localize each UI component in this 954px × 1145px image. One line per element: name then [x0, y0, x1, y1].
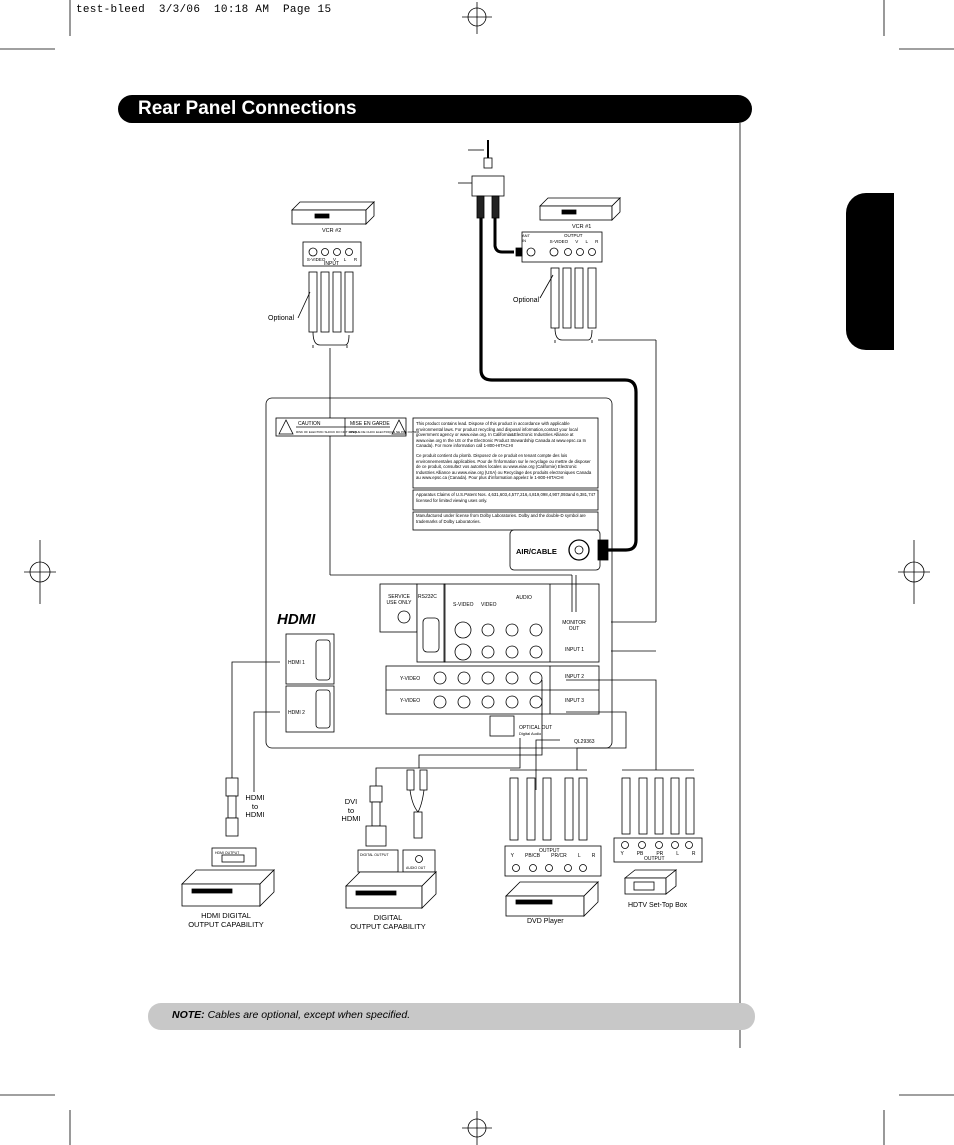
- yvideo-label-2: Y-VIDEO: [400, 676, 420, 682]
- section-tab: [846, 193, 894, 350]
- stb-jack-r: R: [691, 851, 696, 857]
- vcr1-jack-svideo: S-VIDEO: [549, 239, 569, 244]
- digital-audio-label: Digital Audio: [519, 731, 542, 736]
- vcr2-jack-l: L: [343, 257, 347, 262]
- optional-left-label: Optional: [268, 315, 295, 322]
- patents-notice: Apparatus Claims of U.S.Patent Nos. 4,63…: [416, 492, 596, 503]
- dvi-to-hdmi-label: DVI to HDMI: [341, 797, 361, 823]
- input1-label: INPUT 1: [565, 647, 584, 653]
- monitor-out-label: MONITOR OUT: [562, 620, 586, 632]
- service-use-only: SERVICE USE ONLY: [386, 594, 412, 606]
- vcr1-jack-v: V: [575, 239, 579, 244]
- audio-label: AUDIO: [516, 595, 532, 601]
- hdmi-logo: HDMI: [277, 611, 316, 628]
- vcr1-jack-r: R: [595, 239, 599, 244]
- dvd-output-label: OUTPUT: [539, 848, 560, 854]
- stb-jack-l: L: [676, 851, 679, 857]
- hdmi-device-label: HDMI DIGITAL OUTPUT CAPABILITY: [188, 911, 264, 929]
- mise-sub: RISQUE DE CHOC ELECTRIQUE NE PAS OUVRIR: [349, 430, 420, 434]
- lead-notice-fr: Ce produit contient du plomb. Disposez d…: [416, 453, 592, 480]
- vcr1-label: VCR #1: [572, 224, 591, 230]
- dvd-jack-pr: PR/CR: [551, 853, 567, 859]
- input3-label: INPUT 3: [565, 698, 584, 704]
- vcr1-jack-labels: S-VIDEO V L R: [546, 239, 602, 244]
- note-prefix: NOTE:: [172, 1009, 205, 1021]
- lead-notice: This product contains lead. Dispose of t…: [416, 421, 587, 448]
- model-number: QL29363: [574, 739, 595, 745]
- audio-out-jack-label: AUDIO OUT: [406, 866, 426, 870]
- stb-jack-pb: PB: [636, 851, 644, 857]
- stb-output-label: OUTPUT: [644, 856, 665, 862]
- rs232c-label: RS232C: [418, 594, 437, 600]
- vcr2-jack-r: R: [353, 257, 358, 262]
- vcr1-jack-l: L: [585, 239, 588, 244]
- hdmi1-label: HDMI 1: [288, 660, 305, 666]
- digital-device-label: DIGITAL OUTPUT CAPABILITY: [350, 913, 426, 931]
- print-slug: test-bleed 3/3/06 10:18 AM Page 15: [76, 4, 332, 16]
- mise-en-garde-label: MISE EN GARDE: [350, 421, 390, 427]
- dolby-notice: Manufactured under license from Dolby La…: [416, 513, 586, 524]
- vcr2-jack-labels: S-VIDEO V L R: [303, 257, 361, 262]
- dvd-jack-r: R: [591, 853, 596, 859]
- hdmi-to-hdmi-label: HDMI to HDMI: [245, 793, 265, 819]
- input2-label: INPUT 2: [565, 674, 584, 680]
- note-body: Cables are optional, except when specifi…: [204, 1009, 411, 1021]
- stb-jack-labels: Y PB PR L R: [614, 851, 702, 857]
- title-bar: [118, 95, 752, 123]
- caution-label: CAUTION: [298, 421, 321, 427]
- stb-jack-y: Y: [620, 851, 624, 857]
- vcr2-input-label: INPUT: [324, 261, 339, 267]
- dvd-jack-y: Y: [510, 853, 514, 859]
- caution-sub: RISK OF ELECTRIC SHOCK DO NOT OPEN: [296, 430, 357, 434]
- digital-output-jack-label: DIGITAL OUTPUT: [360, 853, 389, 857]
- note-bar: [148, 1003, 755, 1030]
- page-title: Rear Panel Connections: [138, 98, 357, 119]
- stb-jack-pr: PR: [656, 851, 664, 857]
- vcr2-label: VCR #2: [322, 228, 341, 234]
- video-label: VIDEO: [481, 602, 497, 608]
- note-text: NOTE: Cables are optional, except when s…: [172, 1009, 410, 1021]
- dvd-jack-l: L: [577, 853, 581, 859]
- dvd-jack-pb: PB/CB: [525, 853, 541, 859]
- svideo-label: S-VIDEO: [453, 602, 474, 608]
- hdmi2-label: HDMI 2: [288, 710, 305, 716]
- air-cable-label: AIR/CABLE: [516, 547, 557, 556]
- optional-right-label: Optional: [513, 297, 540, 304]
- optical-out-label: OPTICAL OUT: [519, 725, 552, 731]
- stb-label: HDTV Set-Top Box: [628, 902, 688, 909]
- dvd-player-label: DVD Player: [527, 918, 564, 925]
- ant-in-label: ANT IN: [522, 233, 530, 243]
- dvd-jack-labels: Y PB/CB PR/CR L R: [505, 853, 601, 859]
- vcr2-jack-svideo: S-VIDEO: [306, 257, 326, 262]
- hdmi-output-jack-label: HDMI OUTPUT: [215, 851, 240, 855]
- vcr2-jack-v: V: [333, 257, 337, 262]
- vcr1-output-label: OUTPUT: [564, 233, 583, 238]
- yvideo-label-3: Y-VIDEO: [400, 698, 420, 704]
